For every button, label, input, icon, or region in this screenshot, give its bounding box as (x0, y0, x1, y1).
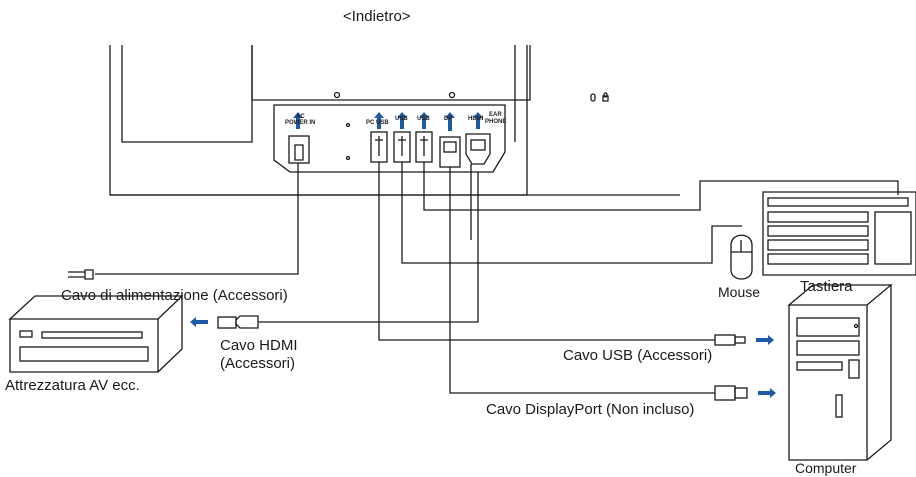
usb-cable (378, 162, 746, 346)
arrow-icon (758, 388, 776, 398)
power-connector (288, 135, 310, 172)
hdmi-cable (217, 172, 479, 329)
pc-usb-connector (370, 131, 388, 163)
port-label-pc-usb: PC USB (366, 120, 389, 126)
monitor-back (109, 45, 680, 196)
label-hdmi-cable-line1: Cavo HDMI (220, 337, 298, 354)
displayport-cable (449, 167, 748, 401)
back-link[interactable]: <Indietro> (343, 8, 411, 25)
usb2-connector (415, 131, 433, 163)
mouse-icon (730, 234, 753, 280)
label-hdmi-cable-line2: (Accessori) (220, 355, 296, 372)
label-usb-cable: Cavo USB (Accessori) (563, 347, 713, 364)
label-displayport-cable: Cavo DisplayPort (Non incluso) (486, 401, 695, 418)
label-keyboard: Tastiera (800, 278, 853, 295)
label-av-equipment: Attrezzatura AV ecc. (5, 377, 140, 394)
arrow-icon (473, 112, 483, 129)
port-label-usb-1: USB (395, 116, 408, 122)
power-cable (68, 172, 299, 280)
label-computer: Computer (795, 460, 857, 476)
usb1-connector (393, 131, 411, 163)
port-label-usb-2: USB (417, 116, 430, 122)
av-equipment-icon (8, 295, 184, 373)
arrow-icon (293, 112, 303, 129)
label-mouse: Mouse (718, 284, 761, 300)
hdmi-connector (465, 133, 491, 165)
keyboard-icon (762, 191, 916, 276)
port-panel (273, 104, 506, 173)
port-label-ear: EAR (489, 112, 502, 118)
computer-icon (787, 284, 893, 461)
dp-connector (439, 136, 461, 168)
arrow-icon (756, 335, 774, 345)
port-label-hdmi: HDMI (468, 116, 484, 122)
port-label-power-in: POWER IN (285, 120, 315, 126)
arrow-icon (190, 317, 208, 327)
arrow-icon (397, 112, 407, 129)
port-label-dp: DP (444, 116, 452, 122)
arrow-icon (419, 112, 429, 129)
peripheral-cables (401, 162, 899, 264)
arrow-icon (374, 112, 384, 129)
arrow-icon (445, 112, 455, 131)
label-power-cable: Cavo di alimentazione (Accessori) (61, 287, 288, 304)
port-label-ac: AC (296, 114, 305, 120)
port-label-phone: PHONE (485, 119, 506, 125)
arrows (190, 112, 776, 398)
